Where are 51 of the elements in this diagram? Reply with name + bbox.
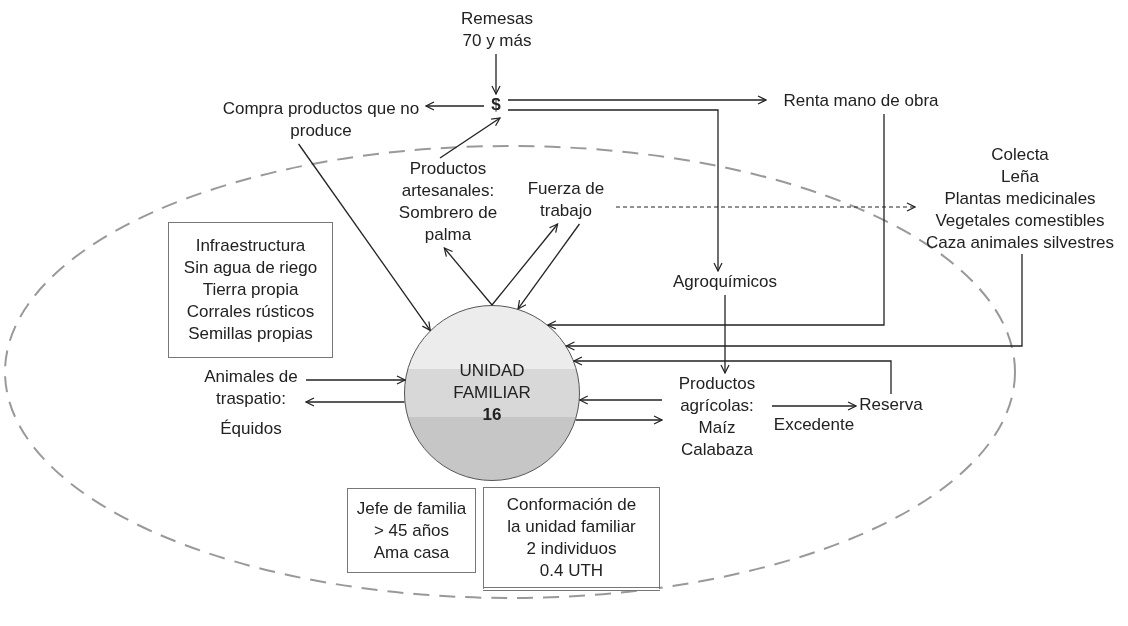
arrow [573,356,892,395]
node-label: Colecta [991,144,1049,166]
box-text: Ama casa [373,541,450,564]
box-text: Semillas propias [188,323,313,345]
arrow [771,401,857,411]
text-box [483,487,660,591]
arrow [575,415,663,425]
box-text: Infraestructura [195,235,306,257]
box-text: Tierra propia [202,279,299,301]
node-label: Fuerza de trabajo [516,178,616,224]
box-text: > 45 años [373,519,450,542]
node-label: Remesas 70 y más [457,8,537,54]
arrow [565,253,1023,351]
arrow [443,247,493,306]
text-box [168,222,333,358]
arrow [491,223,559,306]
node-label: Caza animales silvestres [926,232,1114,254]
arrow [425,101,485,111]
node-label: Vegetales comestibles [935,210,1105,232]
box-text: 0.4 UTH [539,559,604,582]
arrow [579,395,663,405]
arrow [547,113,885,330]
node-label: $ [484,94,508,118]
arrow [439,117,501,159]
box-text: Sin agua de riego [183,257,318,279]
node-label: Reserva [856,394,926,418]
arrow [507,95,767,105]
text-box [347,488,476,573]
node-label: Animales de traspatio: [203,366,299,410]
arrow [305,397,406,407]
box-text: Jefe de familia [356,497,467,520]
arrow [507,109,723,272]
node-label: Productos artesanales: Sombrero de palma [396,158,500,248]
node-label: Équidos [220,418,282,440]
node-label: Agroquímicos [660,271,790,295]
arrow [517,223,581,310]
arrow [615,202,916,212]
circle-text: UNIDAD FAMILIAR [452,360,532,404]
arrow [720,294,730,374]
box-text: Conformación de la unidad familiar [505,493,638,538]
node-label: Leña [1001,166,1039,188]
box-text: 2 individuos [526,537,617,560]
box-text: Corrales rústicos [186,301,315,323]
arrow [491,53,501,95]
node-label: Compra productos que no produce [216,98,426,144]
circle-text: 16 [482,404,502,426]
arrow [297,143,431,331]
node-label: Renta mano de obra [766,90,956,114]
node-label: Productos agrícolas: Maíz Calabaza [662,373,772,463]
node-label: Plantas medicinales [944,188,1096,210]
arrow [305,375,406,385]
